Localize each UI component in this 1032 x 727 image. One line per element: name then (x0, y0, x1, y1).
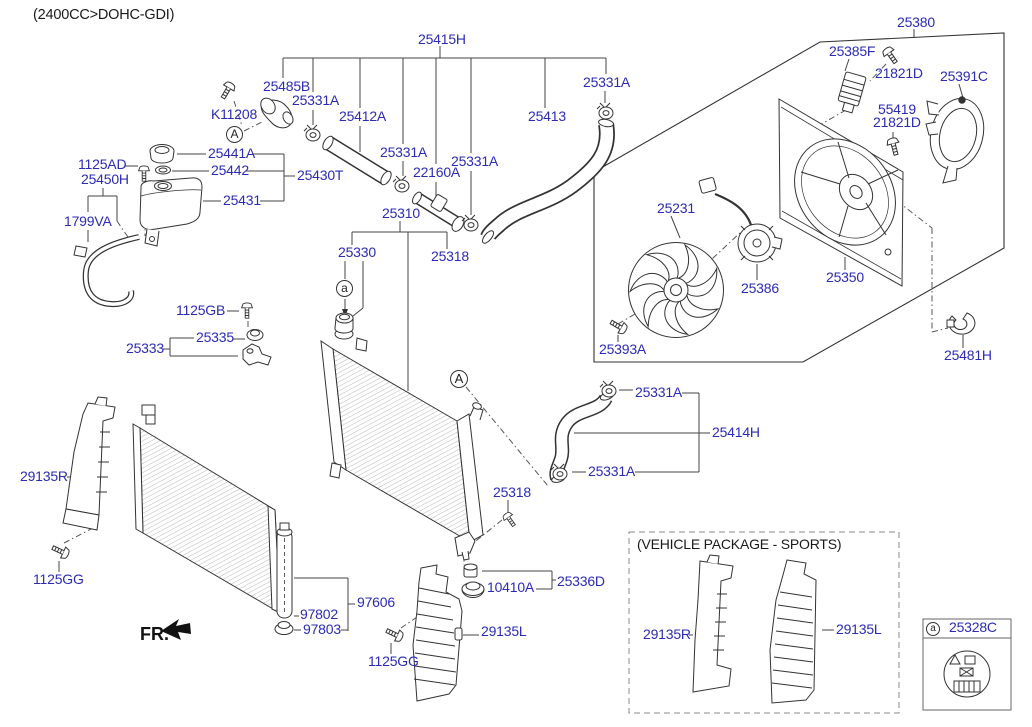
sports-air-guard-right-drawing (692, 554, 734, 693)
part-label-25331a-2: 25331A (292, 92, 340, 108)
part-label-25442: 25442 (211, 162, 249, 178)
vehicle-package-note: (VEHICLE PACKAGE - SPORTS) (637, 536, 842, 552)
part-label-25415h: 25415H (418, 31, 466, 47)
fan-resistor-drawing (837, 71, 867, 114)
part-label-29135r-main: 29135R (20, 468, 68, 484)
fan-motor-drawing (698, 177, 783, 263)
part-label-25386: 25386 (741, 280, 779, 296)
part-label-25336d: 25336D (557, 573, 605, 589)
part-label-25431: 25431 (223, 192, 261, 208)
part-label-22160a: 22160A (413, 164, 461, 180)
part-label-25450h: 25450H (81, 171, 129, 187)
pipe-22160A-drawing (412, 191, 465, 232)
part-label-25331a-5: 25331A (635, 384, 683, 400)
hose-25412A-drawing (322, 135, 392, 186)
air-guard-left-drawing (412, 564, 463, 702)
part-label-25414h: 25414H (712, 424, 760, 440)
part-label-29135l-sports: 29135L (836, 621, 882, 637)
mount-clip-drawing (946, 312, 976, 335)
radiator-drawing (320, 312, 484, 561)
vehicle-package-box (628, 531, 900, 714)
elbow-fitting-25485B-drawing (260, 97, 294, 129)
part-label-k11208: K11208 (211, 106, 258, 122)
warning-cap-label-icon (943, 650, 991, 698)
part-label-97803: 97803 (303, 621, 341, 637)
part-label-97802: 97802 (300, 606, 338, 622)
cooling-fan-drawing (628, 242, 724, 338)
part-label-25485b: 25485B (263, 78, 311, 94)
part-label-25333: 25333 (126, 340, 164, 356)
part-label-25481h: 25481H (944, 347, 992, 363)
part-label-1125gg-1: 1125GG (33, 571, 84, 587)
part-label-10410a: 10410A (487, 579, 535, 595)
part-label-1125ad: 1125AD (78, 156, 127, 172)
part-label-1125gb: 1125GB (176, 302, 226, 318)
part-label-21821d-2: 21821D (873, 114, 921, 130)
radiator-mount-bushing-drawing (461, 563, 485, 599)
condenser-drawing (132, 404, 294, 635)
part-label-25231: 25231 (657, 200, 695, 216)
part-label-29135l-main: 29135L (481, 623, 527, 639)
fr-direction-label: FR. (140, 624, 169, 644)
part-label-25310: 25310 (382, 205, 420, 221)
bracket-25333-drawing (242, 329, 272, 366)
ref-circle-a-radiator-cap: a (336, 280, 353, 297)
part-label-25318-2: 25318 (493, 484, 531, 500)
ref-circle-A-top: A (226, 126, 243, 143)
fan-shroud-drawing (778, 98, 904, 287)
fr-direction-arrow-icon (161, 619, 191, 640)
part-label-25330: 25330 (338, 244, 376, 260)
part-label-97606: 97606 (357, 594, 395, 610)
part-label-25331a-4: 25331A (451, 153, 499, 169)
overflow-hose-drawing (82, 234, 140, 308)
part-label-25331a-6: 25331A (588, 463, 636, 479)
leader-lines (58, 29, 964, 654)
part-label-1125gg-2: 1125GG (368, 653, 419, 669)
part-label-1799va: 1799VA (64, 213, 112, 229)
part-label-55419: 55419 (878, 101, 916, 117)
part-label-25413: 25413 (528, 108, 566, 124)
part-label-25331a-1: 25331A (583, 74, 631, 90)
part-label-21821d-1: 21821D (875, 65, 923, 81)
fan-motor-cover-drawing (925, 96, 985, 184)
part-label-25393a: 25393A (599, 341, 647, 357)
part-label-25335: 25335 (196, 329, 234, 345)
part-label-25430t: 25430T (297, 167, 344, 183)
ref-circle-a-legend: a (926, 622, 940, 636)
reservoir-tank-drawing (73, 144, 203, 258)
sports-air-guard-left-drawing (769, 559, 817, 704)
part-label-25391c: 25391C (940, 68, 988, 84)
part-label-25331a-3: 25331A (380, 144, 428, 160)
part-label-29135r-sports: 29135R (643, 626, 691, 642)
upper-radiator-hose-25413-drawing (480, 118, 615, 244)
part-label-25380: 25380 (897, 14, 935, 30)
ref-circle-A-mid: A (450, 370, 468, 388)
part-label-25385f: 25385F (829, 43, 876, 59)
air-guard-right-drawing (62, 396, 116, 531)
diagram-title: (2400CC>DOHC-GDI) (33, 7, 175, 23)
part-label-25350: 25350 (826, 269, 864, 285)
part-label-25441a: 25441A (208, 145, 256, 161)
part-label-25412a: 25412A (339, 108, 387, 124)
part-label-25318-1: 25318 (431, 248, 469, 264)
part-label-25328c: 25328C (949, 619, 997, 635)
